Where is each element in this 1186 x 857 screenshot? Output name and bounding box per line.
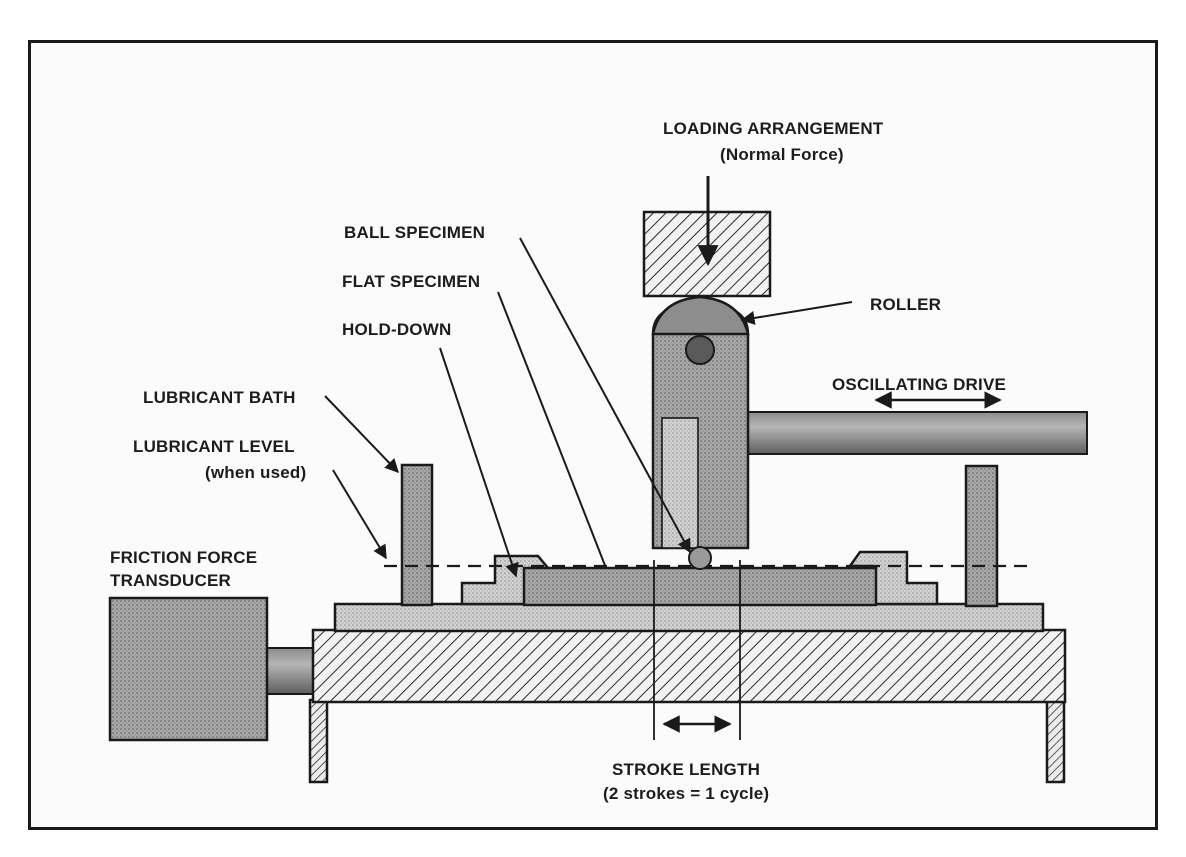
leader-flat-specimen — [497, 291, 607, 569]
oscillating-drive-rod — [744, 411, 1088, 455]
flat-specimen — [522, 566, 878, 607]
label-lubricant-bath: LUBRICANT BATH — [143, 388, 296, 407]
leader-ball-specimen — [519, 237, 691, 554]
leader-hold-down — [439, 347, 519, 578]
label-friction-force: FRICTION FORCE — [110, 548, 257, 567]
base-block — [311, 628, 1067, 704]
ball-specimen — [688, 546, 712, 570]
lubricant-bath-tray — [333, 602, 1045, 633]
leader-lubricant-bath — [324, 395, 399, 474]
leader-lubricant-level — [332, 469, 387, 560]
bath-wall-left — [400, 463, 434, 607]
transducer-shaft — [264, 647, 318, 695]
roller-pin — [685, 335, 715, 365]
leader-roller — [740, 301, 853, 325]
label-loading-arrangement: LOADING ARRANGEMENT — [663, 119, 884, 138]
label-roller: ROLLER — [870, 295, 941, 314]
label-hold-down: HOLD-DOWN — [342, 320, 451, 339]
roller — [651, 295, 750, 336]
label-ball-specimen: BALL SPECIMEN — [344, 223, 485, 242]
support-leg-left — [308, 698, 329, 784]
label-transducer: TRANSDUCER — [110, 571, 231, 590]
label-lubricant-level: LUBRICANT LEVEL — [133, 437, 295, 456]
label-stroke-length: STROKE LENGTH — [612, 760, 760, 779]
label-normal-force: (Normal Force) — [720, 145, 844, 164]
support-leg-right — [1045, 698, 1066, 784]
bath-wall-right — [964, 464, 999, 608]
friction-force-transducer — [108, 596, 269, 742]
label-cycle-note: (2 strokes = 1 cycle) — [603, 784, 769, 803]
label-oscillating-drive: OSCILLATING DRIVE — [832, 375, 1006, 394]
ball-holder-inner — [661, 417, 699, 549]
label-when-used: (when used) — [205, 463, 306, 482]
label-flat-specimen: FLAT SPECIMEN — [342, 272, 480, 291]
